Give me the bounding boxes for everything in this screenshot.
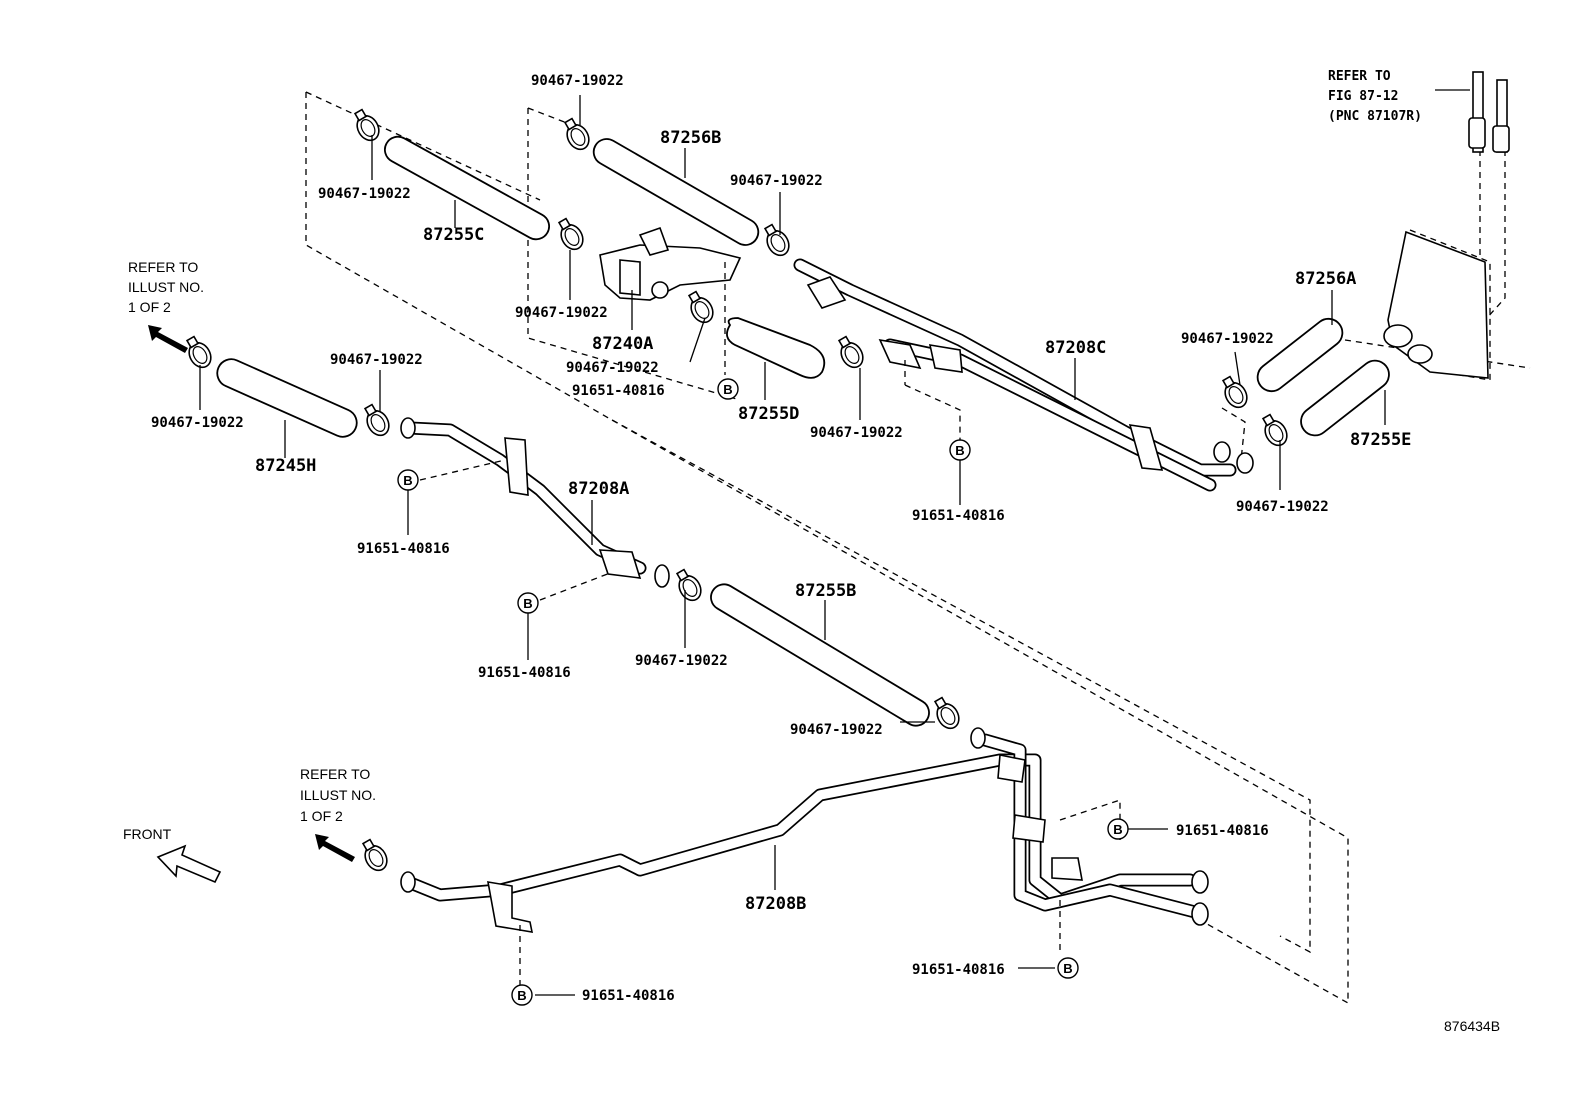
refer-note-left-top: REFER TO ILLUST NO. 1 OF 2 bbox=[128, 259, 204, 315]
refer-left-bottom-line1: REFER TO bbox=[300, 766, 370, 782]
bolt-symbol-3: B bbox=[397, 469, 419, 491]
label-87208A: 87208A bbox=[568, 479, 629, 499]
label-bolt-7: 91651-40816 bbox=[582, 988, 675, 1004]
label-clamp-8: 90467-19022 bbox=[810, 425, 903, 441]
hose-clamp-1 bbox=[353, 108, 380, 142]
svg-text:B: B bbox=[723, 382, 732, 397]
hose-clamp-13 bbox=[361, 838, 388, 872]
label-clamp-4: 90467-19022 bbox=[515, 305, 608, 321]
hose-87255D bbox=[726, 317, 826, 379]
label-87208C: 87208C bbox=[1045, 338, 1106, 358]
hose-clamp-2 bbox=[557, 217, 584, 251]
label-87256B: 87256B bbox=[660, 128, 721, 148]
label-87255D: 87255D bbox=[738, 404, 799, 424]
refer-fig-line3: (PNC 87107R) bbox=[1328, 109, 1422, 124]
label-clamp-11: 90467-19022 bbox=[635, 653, 728, 669]
reference-tubes bbox=[1468, 71, 1510, 153]
hose-clamp-11 bbox=[675, 568, 702, 602]
hose-87255B bbox=[710, 583, 930, 727]
label-bolt-6: 91651-40816 bbox=[912, 962, 1005, 978]
label-87208B: 87208B bbox=[745, 894, 806, 914]
label-clamp-3: 90467-19022 bbox=[730, 173, 823, 189]
bolt-symbol-1: B bbox=[717, 378, 739, 400]
valve-87240A bbox=[599, 226, 742, 301]
bolt-symbol-5: B bbox=[1107, 818, 1129, 840]
pipe-87208C bbox=[793, 258, 1254, 492]
part-number-labels: 87256B 87255C 87240A 87255D 87208C 87256… bbox=[151, 73, 1411, 1004]
hose-clamp-8 bbox=[837, 335, 864, 369]
hose-clamp-12 bbox=[933, 696, 960, 730]
hose-clamp-4 bbox=[763, 223, 790, 257]
bolt-symbol-6: B bbox=[1057, 957, 1079, 979]
label-clamp-1: 90467-19022 bbox=[531, 73, 624, 89]
front-arrow-icon bbox=[156, 844, 222, 884]
label-bolt-3: 91651-40816 bbox=[357, 541, 450, 557]
leader-lines bbox=[199, 89, 1470, 996]
hose-clamp-7 bbox=[687, 290, 714, 324]
hose-87256A bbox=[1256, 317, 1344, 393]
hose-87245H bbox=[216, 358, 358, 438]
hose-clamp-5 bbox=[185, 335, 212, 369]
bolt-symbol-2: B bbox=[949, 439, 971, 461]
arrow-left-bottom-icon bbox=[315, 834, 355, 862]
label-clamp-12: 90467-19022 bbox=[790, 722, 883, 738]
hose-87255C bbox=[384, 135, 550, 241]
label-clamp-5: 90467-19022 bbox=[566, 360, 659, 376]
bolt-symbol-7: B bbox=[511, 984, 533, 1006]
hose-clamp-9 bbox=[1221, 375, 1248, 409]
label-clamp-2: 90467-19022 bbox=[318, 186, 411, 202]
figure-code: 876434B bbox=[1444, 1018, 1500, 1034]
front-label: FRONT bbox=[123, 826, 172, 842]
label-87245H: 87245H bbox=[255, 456, 316, 476]
label-clamp-9: 90467-19022 bbox=[1181, 331, 1274, 347]
refer-left-top-line3: 1 OF 2 bbox=[128, 299, 171, 315]
label-bolt-2: 91651-40816 bbox=[912, 508, 1005, 524]
refer-left-bottom-line2: ILLUST NO. bbox=[300, 787, 376, 803]
label-clamp-6: 90467-19022 bbox=[330, 352, 423, 368]
svg-text:B: B bbox=[403, 473, 412, 488]
hose-clamp-10 bbox=[1261, 413, 1288, 447]
svg-text:B: B bbox=[523, 596, 532, 611]
label-87255E: 87255E bbox=[1350, 430, 1411, 450]
refer-fig-line1: REFER TO bbox=[1328, 69, 1391, 84]
refer-fig-line2: FIG 87-12 bbox=[1328, 89, 1398, 104]
label-87255B: 87255B bbox=[795, 581, 856, 601]
hose-87256B bbox=[592, 138, 760, 246]
hose-87255E bbox=[1300, 359, 1390, 437]
label-bolt-4: 91651-40816 bbox=[478, 665, 571, 681]
svg-text:B: B bbox=[517, 988, 526, 1003]
refer-note-fig: REFER TO FIG 87-12 (PNC 87107R) bbox=[1328, 69, 1422, 124]
refer-left-bottom-line3: 1 OF 2 bbox=[300, 808, 343, 824]
svg-text:B: B bbox=[955, 443, 964, 458]
arrow-left-top-icon bbox=[148, 325, 188, 353]
label-87255C: 87255C bbox=[423, 225, 484, 245]
label-87256A: 87256A bbox=[1295, 269, 1356, 289]
refer-left-top-line1: REFER TO bbox=[128, 259, 198, 275]
hoses bbox=[216, 135, 1390, 727]
hose-clamp-3 bbox=[563, 117, 590, 151]
heater-unit-plate bbox=[1383, 230, 1489, 379]
svg-text:B: B bbox=[1113, 822, 1122, 837]
pipe-87208A bbox=[400, 417, 670, 588]
bolt-symbols: B B B B B B B bbox=[397, 378, 1129, 1006]
label-clamp-10: 90467-19022 bbox=[1236, 499, 1329, 515]
refer-left-top-line2: ILLUST NO. bbox=[128, 279, 204, 295]
hose-clamp-6 bbox=[363, 403, 390, 437]
label-clamp-7: 90467-19022 bbox=[151, 415, 244, 431]
bolt-symbol-4: B bbox=[517, 592, 539, 614]
label-bolt-5: 91651-40816 bbox=[1176, 823, 1269, 839]
label-87240A: 87240A bbox=[592, 334, 653, 354]
label-bolt-1: 91651-40816 bbox=[572, 383, 665, 399]
refer-note-left-bottom: REFER TO ILLUST NO. 1 OF 2 bbox=[300, 766, 376, 824]
svg-text:B: B bbox=[1063, 961, 1072, 976]
clamps bbox=[185, 108, 1288, 872]
assembly-outlines bbox=[305, 91, 1531, 1005]
